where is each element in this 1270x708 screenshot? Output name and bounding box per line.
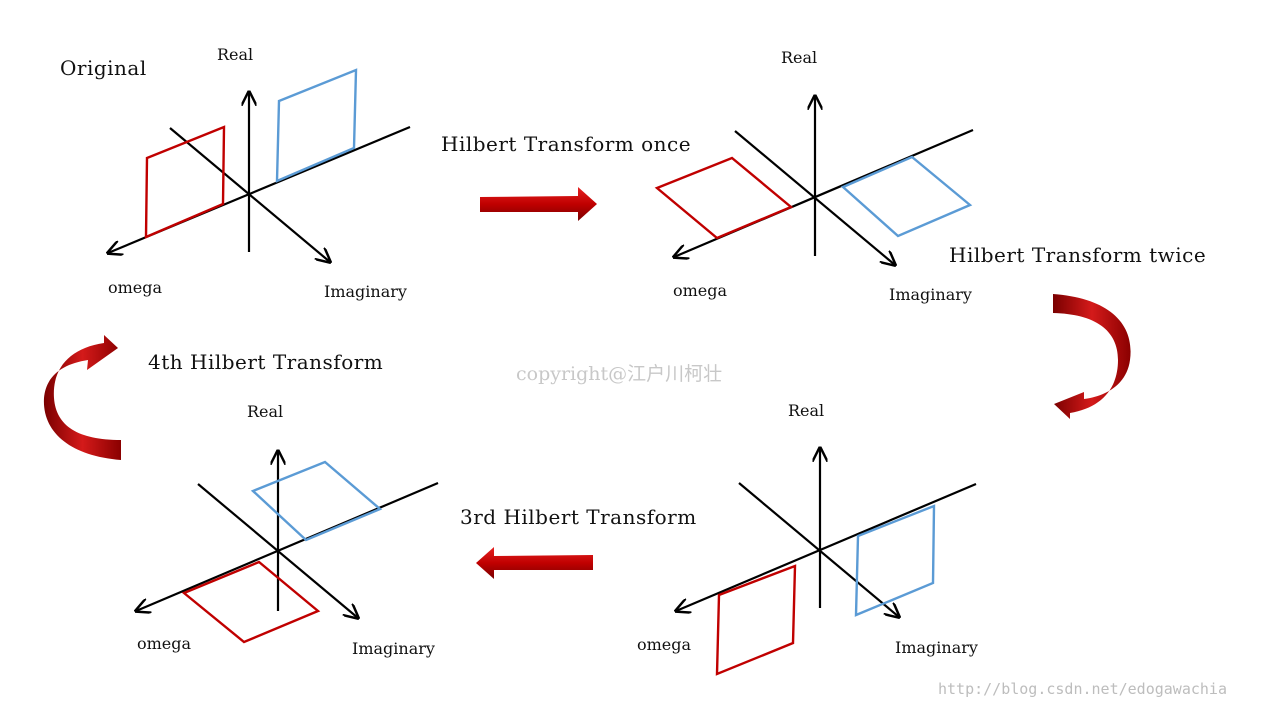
blue-waveform-square bbox=[854, 504, 936, 617]
arrow-twice: Hilbert Transform twice bbox=[949, 243, 1206, 419]
transform-fourth-label: 4th Hilbert Transform bbox=[148, 350, 383, 374]
transform-once-label: Hilbert Transform once bbox=[441, 132, 691, 156]
real-label: Real bbox=[788, 401, 824, 420]
panel-title: Original bbox=[60, 56, 147, 80]
imaginary-label: Imaginary bbox=[352, 639, 435, 658]
curved-arrow-down-icon bbox=[1053, 294, 1131, 419]
arrow-third: 3rd Hilbert Transform bbox=[460, 505, 697, 579]
panel-once: Real omega Imaginary bbox=[654, 48, 974, 304]
left-arrow-icon bbox=[476, 547, 593, 579]
omega-label: omega bbox=[137, 634, 192, 653]
omega-axis bbox=[676, 482, 977, 611]
real-label: Real bbox=[247, 402, 283, 421]
arrow-fourth: 4th Hilbert Transform bbox=[43, 335, 383, 460]
blue-waveform-square bbox=[275, 68, 358, 183]
copyright-watermark: copyright@江户川柯壮 bbox=[516, 363, 722, 385]
blue-waveform-square bbox=[840, 155, 973, 238]
omega-label: omega bbox=[108, 278, 163, 297]
url-watermark: http://blog.csdn.net/edogawachia bbox=[938, 680, 1227, 698]
panel-third: Real omega Imaginary bbox=[637, 401, 978, 676]
red-waveform-square bbox=[144, 125, 226, 239]
imaginary-label: Imaginary bbox=[889, 285, 972, 304]
right-arrow-icon bbox=[480, 187, 597, 221]
omega-axis bbox=[136, 481, 439, 611]
red-waveform-square bbox=[181, 560, 321, 644]
imaginary-label: Imaginary bbox=[895, 638, 978, 657]
red-waveform-square bbox=[654, 156, 794, 240]
omega-label: omega bbox=[637, 635, 692, 654]
arrow-once: Hilbert Transform once bbox=[441, 132, 691, 221]
panel-original: Original Real omega Imaginary bbox=[60, 45, 411, 301]
omega-label: omega bbox=[673, 281, 728, 300]
blue-waveform-square bbox=[250, 460, 383, 542]
curved-arrow-up-icon bbox=[43, 335, 121, 460]
transform-twice-label: Hilbert Transform twice bbox=[949, 243, 1206, 267]
imaginary-label: Imaginary bbox=[324, 282, 407, 301]
transform-third-label: 3rd Hilbert Transform bbox=[460, 505, 697, 529]
real-label: Real bbox=[217, 45, 253, 64]
real-label: Real bbox=[781, 48, 817, 67]
panel-fourth: Real omega Imaginary bbox=[136, 402, 439, 658]
red-waveform-square bbox=[715, 564, 797, 676]
